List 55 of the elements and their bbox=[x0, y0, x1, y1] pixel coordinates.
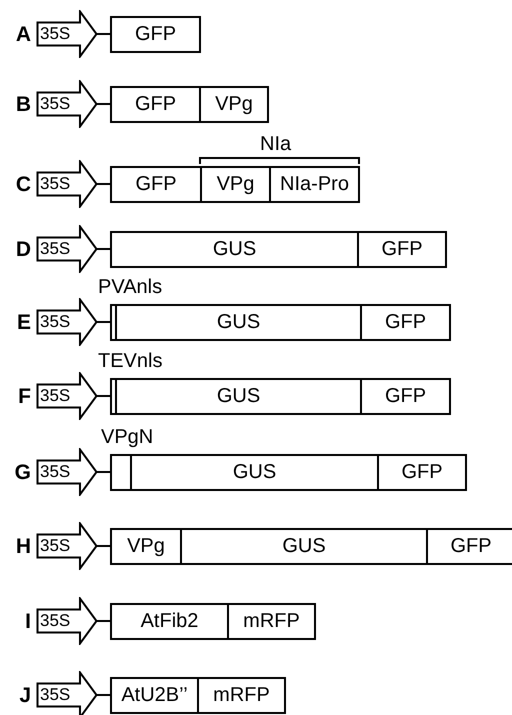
promoter-symbol: 35S bbox=[36, 448, 98, 496]
promoter-symbol: 35S bbox=[36, 80, 98, 128]
gene-segment: GUS bbox=[130, 454, 379, 490]
segment-label: PVAnls bbox=[98, 276, 162, 298]
connector-line bbox=[97, 395, 110, 397]
connector-line bbox=[97, 694, 110, 696]
connector-line bbox=[97, 183, 110, 185]
gene-segment: VPg bbox=[199, 86, 269, 122]
gene-segment: GUS bbox=[110, 230, 359, 268]
panel-letter: F bbox=[18, 386, 31, 407]
gene-segment: AtU2B’’ bbox=[110, 676, 199, 714]
segment-label: TEVnls bbox=[98, 350, 162, 372]
gene-segment: GFP bbox=[110, 16, 201, 52]
gene-segment: GFP bbox=[426, 528, 512, 564]
promoter-symbol: 35S bbox=[36, 298, 98, 346]
gene-segment: GFP bbox=[110, 166, 202, 202]
gene-segment: GFP bbox=[377, 454, 467, 490]
panel-letter: H bbox=[16, 536, 31, 557]
promoter-symbol: 35S bbox=[36, 372, 98, 420]
connector-line bbox=[97, 248, 110, 250]
promoter-symbol: 35S bbox=[36, 160, 98, 208]
promoter-symbol: 35S bbox=[36, 225, 98, 273]
promoter-symbol: 35S bbox=[36, 671, 98, 715]
panel-letter: A bbox=[16, 24, 31, 45]
segment-label: VPgN bbox=[101, 426, 154, 448]
connector-line bbox=[97, 545, 110, 547]
gene-segment: mRFP bbox=[197, 676, 286, 714]
gene-segment: NIa-Pro bbox=[269, 166, 360, 202]
promoter-symbol: 35S bbox=[36, 597, 98, 645]
gene-segment: GFP bbox=[110, 86, 201, 122]
connector-line bbox=[97, 471, 110, 473]
panel-letter: I bbox=[25, 611, 31, 632]
connector-line bbox=[97, 103, 110, 105]
gene-segment: GFP bbox=[360, 304, 451, 340]
bracket-label: NIa bbox=[260, 134, 292, 154]
gene-segment: GFP bbox=[357, 230, 447, 268]
promoter-symbol: 35S bbox=[36, 10, 98, 58]
panel-letter: J bbox=[19, 685, 31, 706]
gene-segment: VPg bbox=[110, 528, 182, 564]
connector-line bbox=[97, 620, 110, 622]
panel-letter: E bbox=[16, 312, 31, 333]
connector-line bbox=[97, 33, 110, 35]
connector-line bbox=[97, 321, 110, 323]
panel-letter: D bbox=[16, 239, 31, 260]
gene-segment: VPg bbox=[200, 166, 271, 202]
gene-segment: GUS bbox=[115, 378, 362, 414]
promoter-symbol: 35S bbox=[36, 522, 98, 570]
gene-segment: mRFP bbox=[227, 602, 316, 640]
gene-segment: GUS bbox=[115, 304, 362, 340]
gene-segment: AtFib2 bbox=[110, 602, 229, 640]
gene-segment: GUS bbox=[180, 528, 428, 564]
panel-letter: B bbox=[16, 94, 31, 115]
panel-letter: G bbox=[14, 462, 31, 483]
gene-segment: GFP bbox=[360, 378, 451, 414]
panel-letter: C bbox=[16, 174, 31, 195]
